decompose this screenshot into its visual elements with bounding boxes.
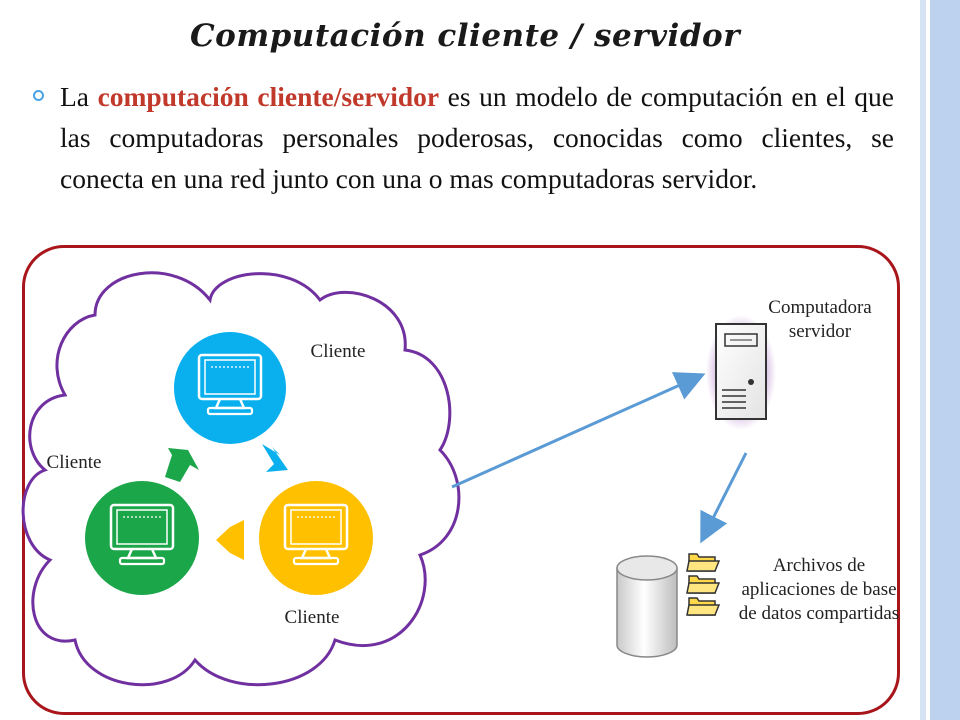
slide-title: Computación cliente / servidor xyxy=(189,18,741,54)
bullet-highlight: computación cliente/servidor xyxy=(97,81,440,112)
client-node-right xyxy=(259,481,373,595)
database-cylinder-icon xyxy=(616,555,678,658)
folder-icon xyxy=(686,597,721,616)
server-tower-icon xyxy=(706,315,776,430)
label-client-left: Cliente xyxy=(46,452,102,473)
arrow-server-to-database xyxy=(700,452,748,544)
bullet-prefix: La xyxy=(60,81,98,112)
arrow-clients-to-server xyxy=(451,372,706,489)
cycle-arrow-left xyxy=(165,448,199,482)
client-node-top xyxy=(174,332,286,444)
bullet-circle-icon xyxy=(33,90,44,101)
client-node-left xyxy=(85,481,199,595)
label-database: Archivos de aplicaciones de base de dato… xyxy=(738,555,900,624)
cycle-arrow-bottom xyxy=(216,520,244,560)
diagram-frame xyxy=(22,245,900,715)
bullet-suffix: es un modelo de computación en el que la… xyxy=(60,81,894,194)
right-decorative-bar xyxy=(920,0,960,720)
label-server: Computadora servidor xyxy=(768,297,872,342)
client-server-diagram xyxy=(21,271,776,687)
folder-icon xyxy=(686,553,721,572)
bullet-paragraph: La computación cliente/servidor es un mo… xyxy=(60,76,894,199)
folder-icon xyxy=(686,575,721,594)
cycle-arrow-top-right xyxy=(262,444,288,472)
label-client-top: Cliente xyxy=(310,341,366,362)
label-client-bottom: Cliente xyxy=(284,607,340,628)
